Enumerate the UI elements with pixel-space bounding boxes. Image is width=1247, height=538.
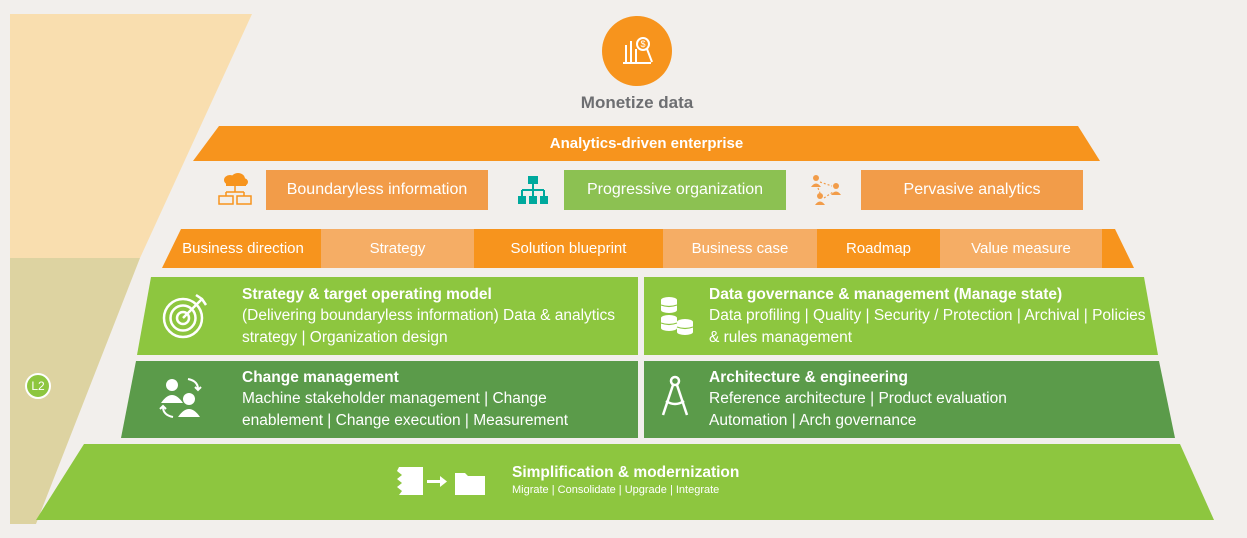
capability-boundaryless-information: Boundaryless information [266, 170, 488, 210]
step-business-case: Business case [691, 240, 789, 257]
page-title: Monetize data [580, 93, 694, 112]
enterprise-bar-shape [193, 126, 1100, 161]
enterprise-bar-label: Analytics-driven enterprise [549, 135, 744, 152]
migrate-to-folder-icon [397, 467, 485, 495]
architecture-title: Architecture & engineering [709, 369, 908, 386]
capability-pervasive-analytics: Pervasive analytics [861, 170, 1083, 210]
side-panel-top [10, 14, 252, 258]
simplification-block-shape [36, 444, 1214, 520]
side-panel-bottom [10, 258, 140, 524]
strategy-title: Strategy & target operating model [242, 286, 492, 303]
governance-block: Data governance & management (Manage sta… [709, 285, 1149, 348]
capability-progressive-organization: Progressive organization [564, 170, 786, 210]
change-block-shape [121, 361, 638, 438]
step-solution-blueprint: Solution blueprint [510, 240, 627, 257]
people-network-icon [811, 175, 841, 205]
simplification-block: Simplification & modernization Migrate |… [512, 463, 912, 497]
simplification-description: Migrate | Consolidate | Upgrade | Integr… [512, 484, 720, 496]
change-title: Change management [242, 369, 399, 386]
change-block: Change management Machine stakeholder ma… [242, 368, 632, 431]
governance-description: Data profiling | Quality | Security / Pr… [709, 307, 1146, 346]
level-badge: L2 [25, 373, 51, 399]
step-strategy: Strategy [369, 240, 426, 257]
architecture-block: Architecture & engineering Reference arc… [709, 368, 1149, 431]
step-roadmap: Roadmap [845, 240, 912, 257]
strategy-block-shape [137, 277, 638, 355]
target-icon [162, 293, 208, 339]
monetize-circle: $ [602, 16, 672, 86]
step-value-measure: Value measure [971, 240, 1071, 257]
simplification-title: Simplification & modernization [512, 464, 740, 481]
strategy-description: (Delivering boundaryless information) Da… [242, 307, 616, 346]
people-exchange-icon [159, 378, 202, 418]
architecture-description: Reference architecture | Product evaluat… [709, 390, 1007, 429]
compass-icon [661, 375, 689, 416]
org-chart-icon [518, 176, 548, 204]
svg-text:$: $ [640, 39, 645, 49]
architecture-block-shape [644, 361, 1175, 438]
cloud-network-icon [218, 173, 252, 205]
strategy-block: Strategy & target operating model (Deliv… [242, 285, 632, 348]
change-description: Machine stakeholder management | Change … [242, 390, 568, 429]
governance-block-shape [644, 277, 1158, 355]
governance-title: Data governance & management (Manage sta… [709, 286, 1063, 303]
chart-money-icon: $ [623, 37, 653, 64]
step-business-direction: Business direction [182, 240, 304, 257]
database-icon [660, 297, 694, 335]
